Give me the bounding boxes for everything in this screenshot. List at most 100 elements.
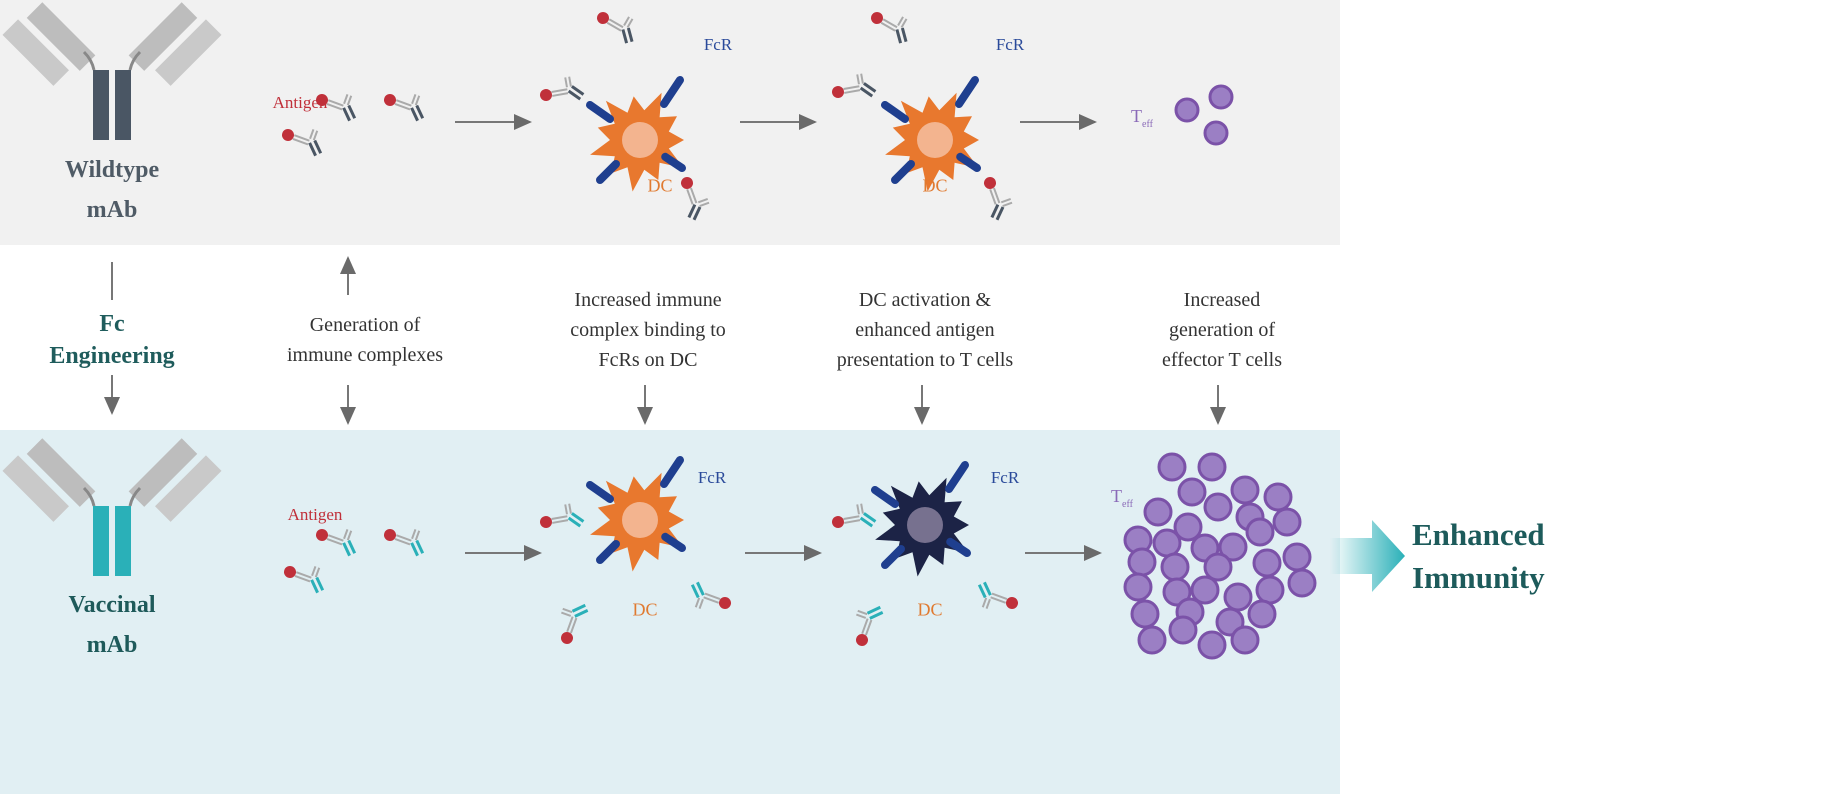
effector-t-cell [1174, 97, 1200, 123]
light-chain [2, 19, 69, 86]
fab [394, 537, 411, 546]
fcr-receptor [661, 152, 686, 172]
dc-nucleus [907, 507, 943, 543]
fc [866, 605, 881, 615]
antigen-label-bottom: Antigen [287, 505, 343, 524]
fc-chain [93, 506, 109, 576]
fab [861, 618, 869, 635]
effector-t-cell [1252, 548, 1282, 578]
antigen-dot [284, 566, 296, 578]
fab [697, 197, 709, 204]
fab [414, 95, 421, 106]
fab [703, 596, 720, 604]
dc-nucleus [622, 502, 658, 538]
fab [985, 598, 991, 609]
fc [690, 584, 700, 599]
antigen-dot [597, 12, 609, 24]
fab [608, 18, 624, 29]
fc [567, 516, 582, 528]
wildtype-line2: mAb [86, 197, 138, 223]
fc [342, 542, 351, 557]
fab [860, 503, 864, 514]
fab [293, 134, 310, 142]
step-line: FcRs on DC [598, 349, 698, 371]
fab [569, 617, 578, 634]
immune-complex-icon [832, 503, 877, 528]
fc [687, 203, 697, 219]
fab [566, 616, 574, 633]
step-line: presentation to T cells [836, 349, 1014, 371]
step-line: DC activation & [858, 289, 992, 311]
heavy-chain [26, 2, 96, 71]
fab [561, 611, 572, 617]
fc [869, 611, 884, 620]
antigen-dot [384, 529, 396, 541]
antigen-dot [384, 94, 396, 106]
fab [990, 596, 1007, 604]
light-chain [155, 19, 222, 86]
fcr-label: FcR [990, 468, 1020, 487]
fab [989, 188, 997, 205]
immune-complex-icon [316, 94, 357, 122]
effector-t-cell [1190, 575, 1220, 605]
vaccinal-antibody-icon [2, 438, 222, 576]
immune-complex-icon [384, 94, 425, 122]
fc [415, 539, 425, 554]
teff-label-bottom: Teff [1111, 486, 1133, 510]
fab [699, 201, 710, 208]
wildtype-line1: Wildtype [64, 157, 160, 183]
fc [571, 603, 586, 613]
fc [342, 107, 351, 122]
teff-main: T [1131, 106, 1143, 127]
effector-t-cell [1282, 542, 1312, 572]
fab [394, 102, 411, 111]
fc [626, 27, 634, 43]
antigen-dot [719, 597, 731, 609]
effector-t-cell [1157, 452, 1187, 482]
fab [686, 188, 694, 205]
fab [1000, 197, 1012, 204]
effector-t-cell [1218, 532, 1248, 562]
effector-t-cell [1137, 625, 1167, 655]
fab [843, 515, 860, 520]
fc [900, 27, 908, 43]
fcr-receptor [871, 486, 899, 508]
fc [990, 203, 1000, 219]
fc [977, 584, 987, 599]
fab [346, 530, 353, 541]
fc [859, 516, 874, 528]
effector-t-cell [1203, 552, 1233, 582]
effector-t-cell [1230, 475, 1260, 505]
fab [309, 129, 315, 140]
heavy-chain [26, 438, 96, 507]
step-line: Increased [1183, 289, 1261, 311]
fc [859, 86, 874, 98]
fab [411, 529, 417, 540]
fab [294, 574, 311, 583]
fab [343, 94, 349, 105]
hinge [128, 486, 142, 507]
fab [552, 92, 569, 97]
immune-complex-icon [690, 581, 731, 609]
light-chain [2, 455, 69, 522]
fc [310, 579, 319, 594]
fc-chain [115, 506, 131, 576]
teff-sub: eff [1142, 118, 1153, 130]
fcr-receptor [596, 160, 620, 184]
fab [856, 613, 867, 619]
fab [900, 18, 908, 29]
effector-t-cell [1255, 575, 1285, 605]
antigen-dot [871, 12, 883, 24]
dc-label: DC [922, 175, 948, 196]
fab [292, 137, 309, 146]
antigen-dot [984, 177, 996, 189]
fcr-receptor [586, 481, 614, 503]
fc [347, 539, 357, 554]
fab [568, 76, 572, 87]
fcr-receptor [596, 540, 620, 564]
fc [313, 139, 323, 154]
effector-t-cell [1143, 497, 1173, 527]
effector-t-cell [1127, 547, 1157, 577]
